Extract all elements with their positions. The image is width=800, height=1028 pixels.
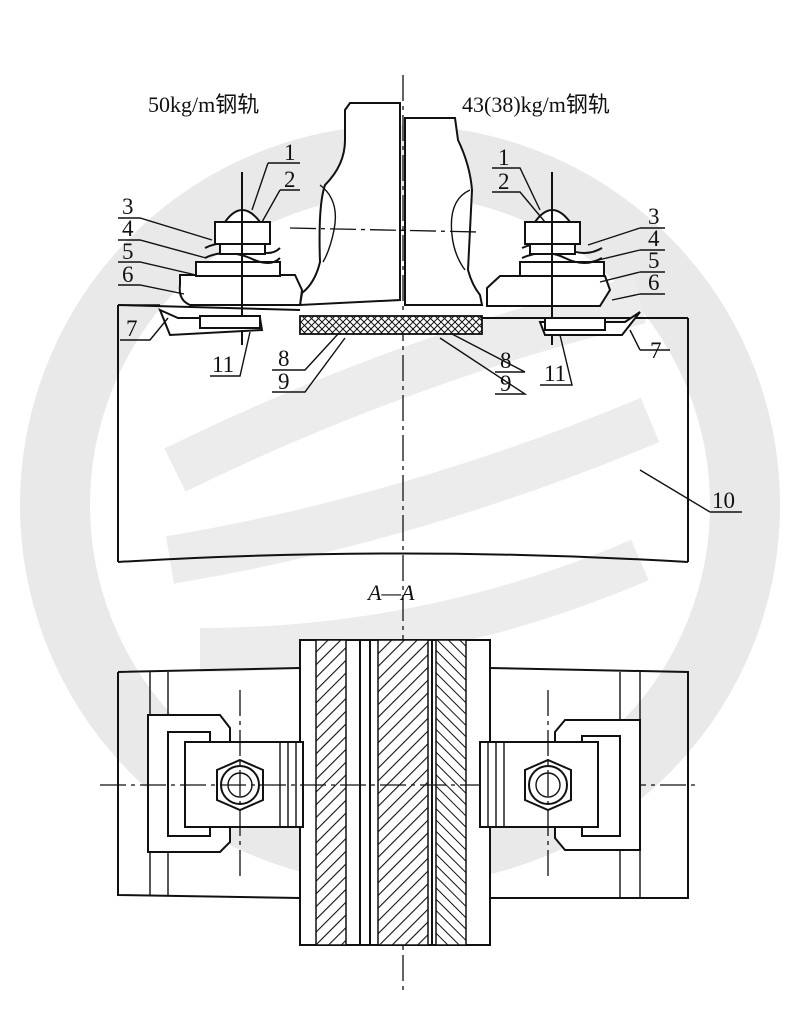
rail-web-right	[450, 189, 471, 271]
callout-left-9: 9	[278, 369, 290, 394]
callout-right-5: 5	[648, 248, 660, 273]
callout-left-7: 7	[126, 316, 138, 341]
callout-right-1: 1	[498, 145, 510, 170]
callout-right-7: 7	[650, 338, 662, 363]
callout-right-8: 8	[500, 348, 512, 373]
rail-axis	[289, 227, 481, 233]
callout-left-6: 6	[122, 262, 134, 287]
callout-left-5: 5	[122, 239, 134, 264]
rail-web-left	[319, 184, 337, 263]
plan-view	[100, 639, 700, 946]
section-label: A—A	[366, 580, 415, 605]
sleeper-outline	[117, 304, 689, 563]
leader-lines-right	[439, 167, 742, 513]
callout-right-3: 3	[648, 204, 660, 229]
callout-left-3: 3	[122, 194, 134, 219]
leader-lines-left	[118, 162, 346, 393]
callout-right-9: 9	[500, 371, 512, 396]
callout-left-8: 8	[278, 346, 290, 371]
callout-sleeper-10: 10	[712, 488, 735, 513]
callout-right-4: 4	[648, 226, 660, 251]
rail-left-half	[298, 102, 401, 307]
callout-right-6: 6	[648, 270, 660, 295]
callout-left-1: 1	[284, 140, 296, 165]
rail-right-half	[404, 117, 484, 306]
callout-left-2: 2	[284, 167, 296, 192]
callout-left-11: 11	[212, 352, 234, 377]
right-rail-title: 43(38)kg/m钢轨	[462, 92, 610, 117]
callout-right-2: 2	[498, 169, 510, 194]
left-clip-assembly	[158, 172, 304, 345]
callout-right-11: 11	[544, 361, 566, 386]
right-clip-assembly	[486, 172, 641, 345]
left-rail-title: 50kg/m钢轨	[148, 92, 259, 117]
callout-left-4: 4	[122, 216, 134, 241]
rail-pad	[299, 315, 483, 335]
